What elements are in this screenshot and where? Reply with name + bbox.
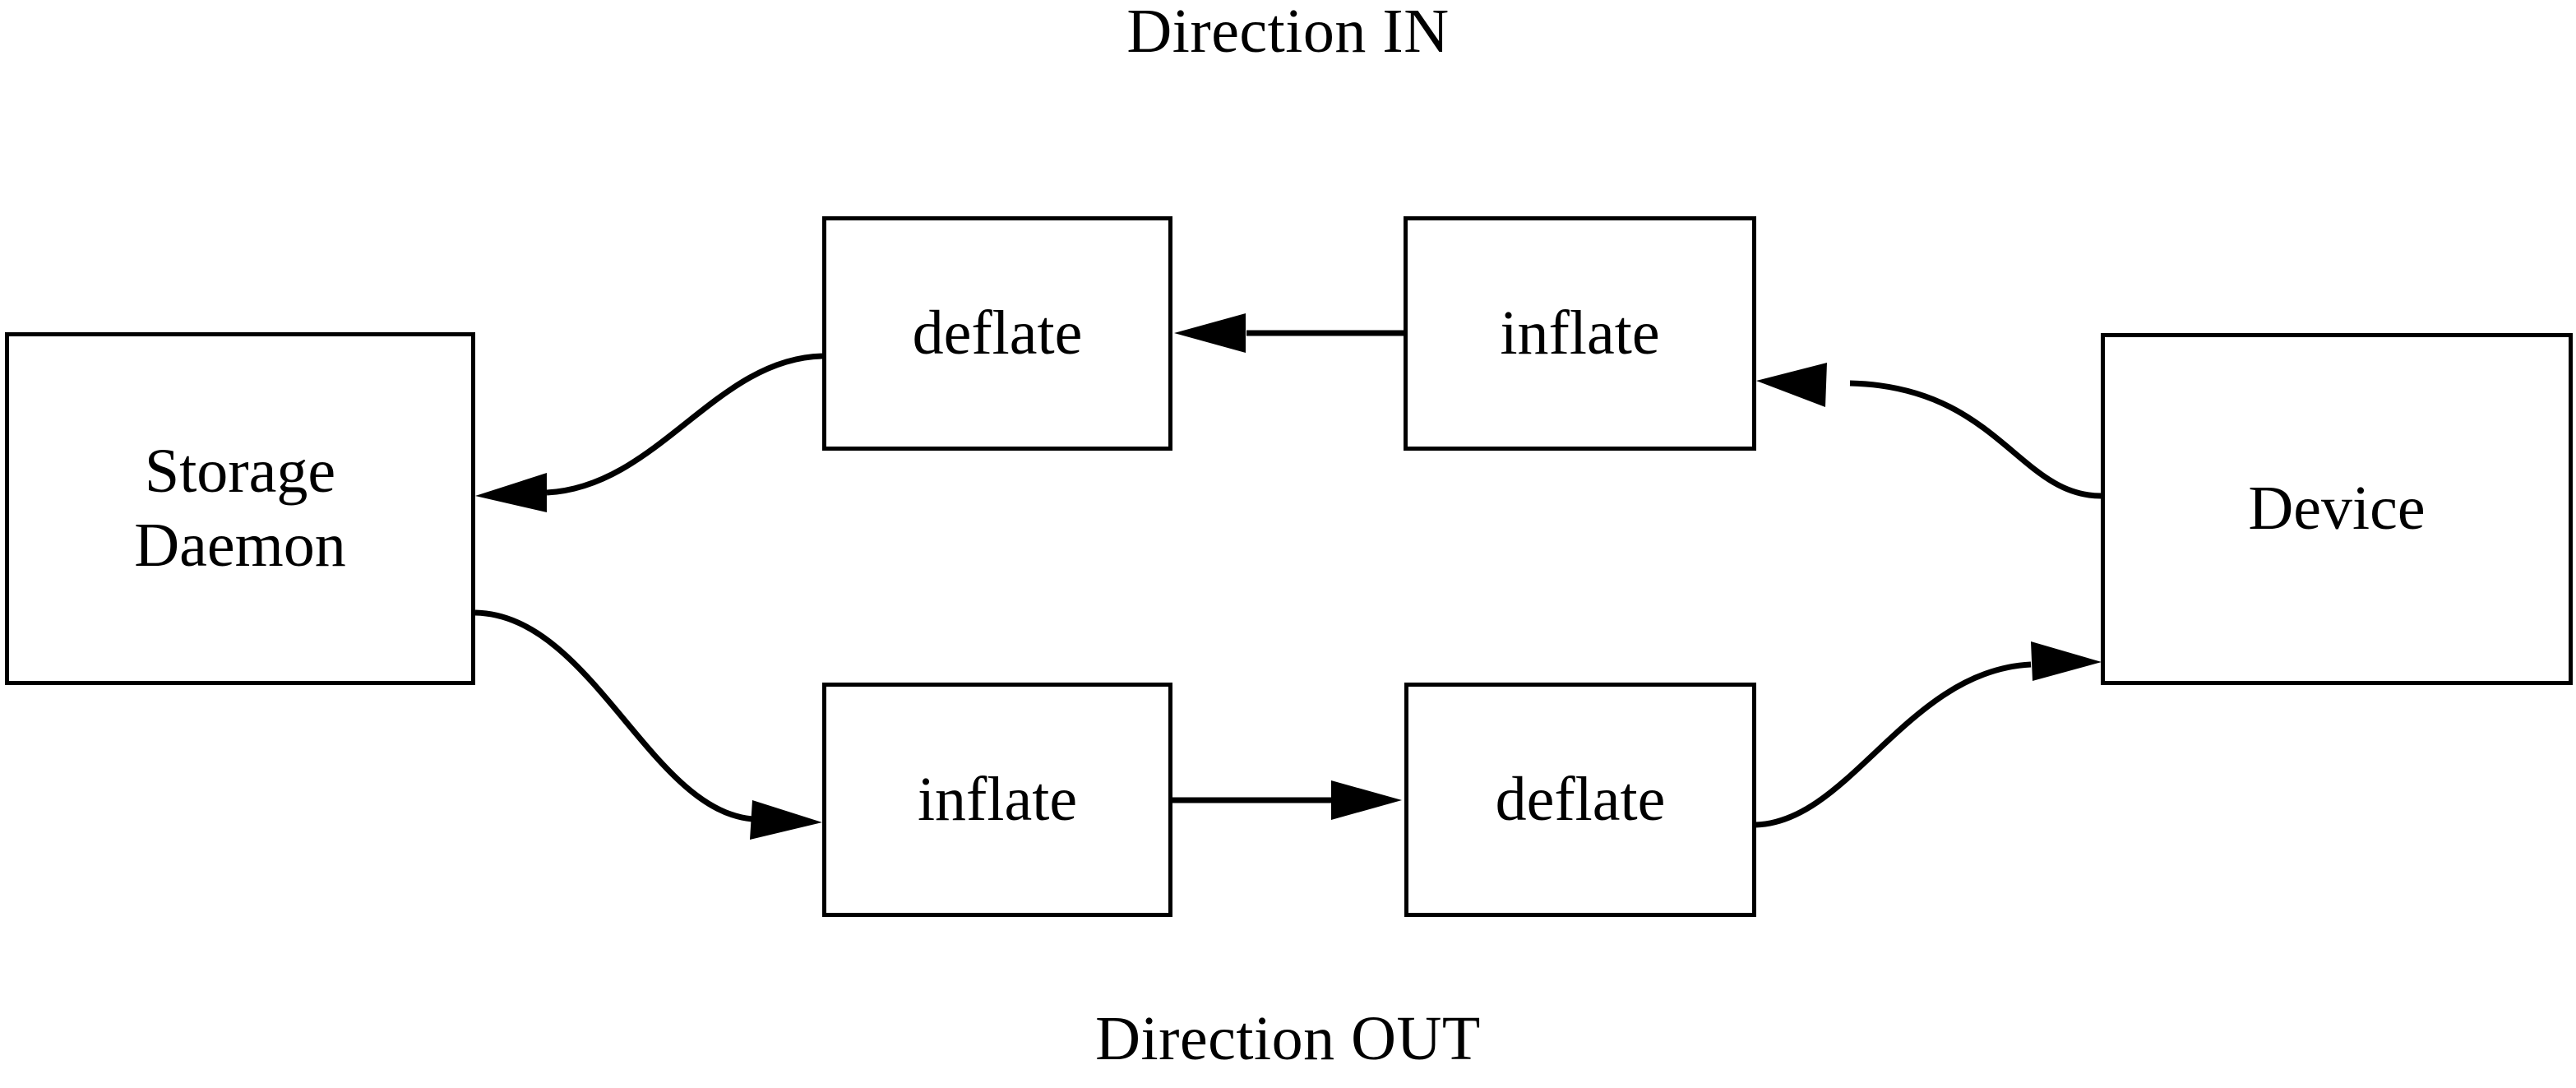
node-deflate-out[interactable]: deflate xyxy=(1404,683,1756,917)
edge-device-to-inflate-in xyxy=(1756,363,2102,499)
edge-inflate-in-to-deflate-in xyxy=(1174,313,1404,353)
node-storage-daemon[interactable]: Storage Daemon xyxy=(5,332,475,685)
node-inflate-in[interactable]: inflate xyxy=(1404,216,1756,451)
node-device[interactable]: Device xyxy=(2101,333,2573,685)
node-deflate-in[interactable]: deflate xyxy=(822,216,1172,451)
node-deflate-in-label: deflate xyxy=(912,298,1083,368)
node-inflate-out-label: inflate xyxy=(917,764,1078,834)
node-storage-daemon-label-line1: Storage xyxy=(144,436,336,506)
direction-in-label: Direction IN xyxy=(1126,0,1450,66)
edge-deflate-in-to-storage-daemon xyxy=(475,353,823,512)
edge-deflate-out-to-device xyxy=(1755,641,2102,828)
node-storage-daemon-label-line2: Daemon xyxy=(134,510,346,580)
node-deflate-out-label: deflate xyxy=(1495,764,1666,834)
edge-inflate-out-to-deflate-out xyxy=(1172,780,1402,820)
direction-out-label: Direction OUT xyxy=(1095,1004,1481,1073)
node-inflate-in-label: inflate xyxy=(1500,298,1660,368)
edge-storage-daemon-to-inflate-out xyxy=(474,609,822,840)
node-device-label: Device xyxy=(2248,474,2426,544)
node-inflate-out[interactable]: inflate xyxy=(822,683,1172,917)
